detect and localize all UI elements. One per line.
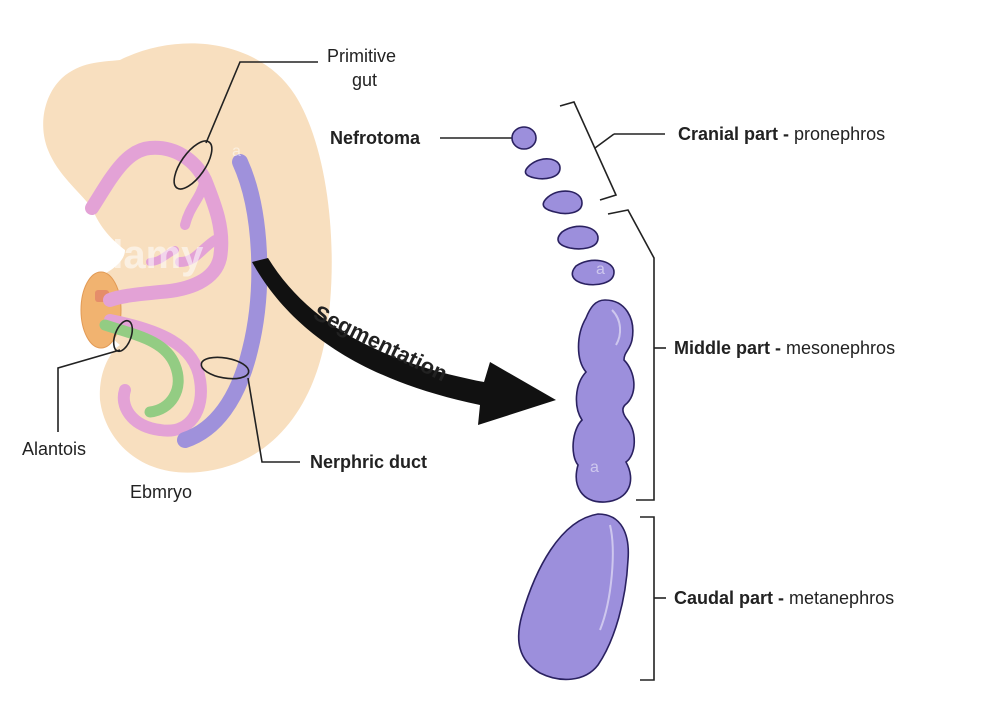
segment-mesonephros xyxy=(572,299,636,503)
nephric-duct xyxy=(177,154,268,448)
segment-metanephros xyxy=(517,513,630,681)
label-nefrotoma: Nefrotoma xyxy=(330,128,421,148)
label-middle: Middle part - mesonephros xyxy=(674,338,895,358)
label-embryo: Ebmryo xyxy=(130,482,192,502)
bracket-middle xyxy=(607,209,655,501)
svg-text:a: a xyxy=(112,45,121,62)
label-primitive-gut-line2: gut xyxy=(352,70,377,90)
segment-4 xyxy=(557,225,599,250)
label-middle-bold: Middle part - xyxy=(674,338,786,358)
label-alantois: Alantois xyxy=(22,439,86,459)
label-caudal: Caudal part - metanephros xyxy=(674,588,894,608)
embryo-illustration: alamy xyxy=(43,43,332,473)
watermark: alamy xyxy=(90,233,204,277)
bracket-caudal xyxy=(640,516,655,681)
svg-text:a: a xyxy=(232,143,241,160)
segment-1 xyxy=(511,126,537,150)
segment-2 xyxy=(524,158,561,180)
brackets xyxy=(559,101,666,681)
label-middle-term: mesonephros xyxy=(786,338,895,358)
allantois-tube xyxy=(99,319,184,418)
label-cranial-term: pronephros xyxy=(794,124,885,144)
label-cranial-bold: Cranial part - xyxy=(678,124,794,144)
label-caudal-bold: Caudal part - xyxy=(674,588,789,608)
nephron-segments xyxy=(511,126,636,681)
segment-3 xyxy=(542,190,583,215)
primitive-gut xyxy=(85,140,229,307)
label-primitive-gut-line1: Primitive xyxy=(327,46,396,66)
label-nephric-duct: Nerphric duct xyxy=(310,452,427,472)
segment-5 xyxy=(571,259,615,286)
svg-text:a: a xyxy=(596,261,605,278)
segment-highlights xyxy=(599,309,622,631)
label-cranial: Cranial part - pronephros xyxy=(678,124,885,144)
svg-text:a: a xyxy=(590,459,599,476)
bracket-cranial xyxy=(559,101,618,201)
label-caudal-term: metanephros xyxy=(789,588,894,608)
watermark-letters: a a a a xyxy=(112,45,605,476)
embryo-callouts xyxy=(57,61,318,463)
